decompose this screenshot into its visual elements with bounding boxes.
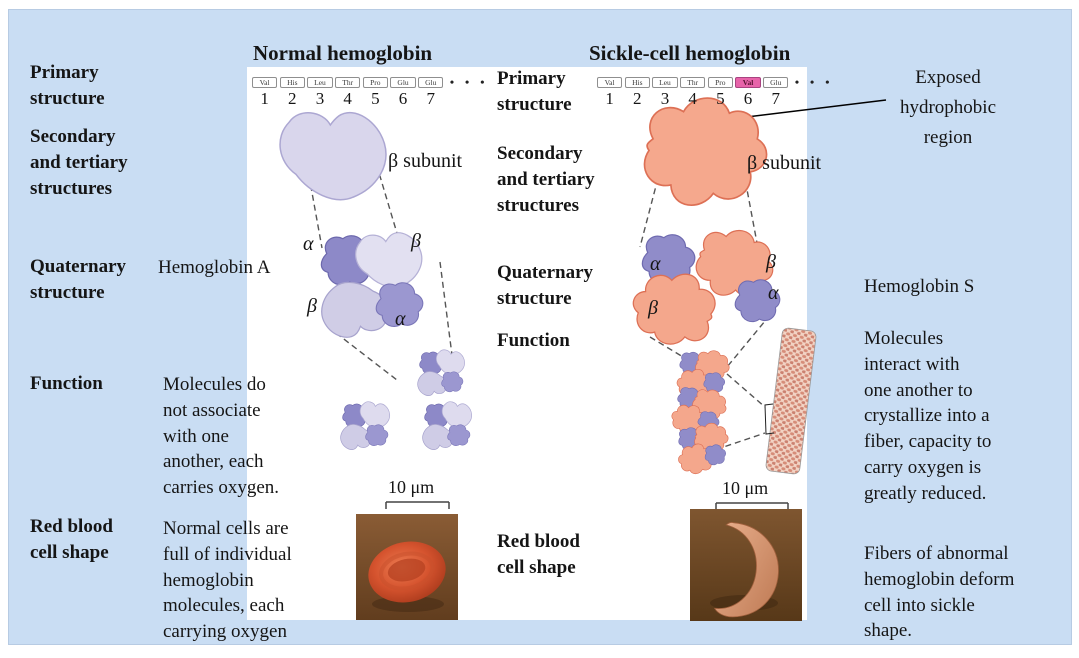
row-label-secondary-mid: Secondary and tertiary structures (497, 143, 595, 217)
residue-number: 6 (398, 89, 408, 108)
residue-number: 2 (633, 89, 642, 108)
residue-number: 2 (288, 89, 297, 108)
amino-acid-box: Glu (390, 77, 416, 88)
normal-cell-disc (368, 541, 446, 603)
normal-sequence-numbers: 1 2 3 4 5 6 7 (252, 89, 443, 109)
residue-number: 3 (660, 89, 670, 108)
residue-number: 4 (343, 89, 352, 108)
amino-acid-box: Leu (652, 77, 678, 88)
alpha-label: α (768, 282, 779, 304)
amino-acid-box: His (624, 77, 650, 88)
sickle-sequence-row: Val His Leu Thr Pro Val Glu • • • (597, 75, 833, 90)
hemoglobin-s-label: Hemoglobin S (864, 276, 975, 297)
row-label-cell-shape-mid: Red blood cell shape (497, 531, 580, 579)
row-label-cell-shape-left: Red blood cell shape (30, 516, 113, 564)
beta-label: β (307, 295, 317, 317)
residue-number: 1 (605, 89, 614, 108)
scale-bar-label-normal: 10 μm (388, 477, 435, 497)
sequence-ellipsis: • • • (794, 75, 834, 89)
residue-number: 5 (371, 89, 380, 108)
beta-label: β (411, 230, 421, 252)
sickle-cell-micrograph (690, 509, 802, 621)
beta-label: β (766, 251, 776, 273)
amino-acid-box-mutated: Val (735, 77, 761, 88)
amino-acid-box: Leu (307, 77, 333, 88)
residue-number: 5 (716, 89, 725, 108)
residue-number: 4 (688, 89, 697, 108)
amino-acid-box: Glu (418, 77, 444, 88)
alpha-label: α (303, 233, 314, 255)
row-label-primary-mid: Primary structure (497, 68, 572, 116)
normal-cell-text: Normal cells are full of individual hemo… (163, 518, 292, 643)
sickle-cell-text: Fibers of abnormal hemoglobin deform cel… (864, 543, 1015, 642)
alpha-label: α (650, 253, 661, 275)
amino-acid-box: Pro (362, 77, 388, 88)
normal-sequence-row: Val His Leu Thr Pro Glu Glu • • • (252, 75, 488, 90)
amino-acid-box: Pro (707, 77, 733, 88)
amino-acid-box: Val (597, 77, 623, 88)
exposed-hydrophobic-annotation: Exposed hydrophobic region (899, 67, 997, 149)
amino-acid-box: His (279, 77, 305, 88)
sickle-function-text: Molecules interact with one another to c… (864, 328, 992, 504)
row-label-primary-left: Primary structure (30, 62, 105, 110)
sickle-cell-crescent (713, 522, 779, 618)
beta-subunit-label-normal: β subunit (388, 150, 463, 172)
beta-label: β (648, 297, 658, 319)
normal-function-text: Molecules do not associate with one anot… (163, 374, 280, 499)
residue-number: 7 (771, 89, 780, 108)
amino-acid-box: Thr (680, 77, 706, 88)
row-label-quaternary-mid: Quaternary structure (497, 262, 594, 310)
residue-number: 7 (426, 89, 435, 108)
residue-number: 6 (743, 89, 753, 108)
sickle-sequence-numbers: 1 2 3 4 5 6 7 (597, 89, 788, 109)
residue-number: 1 (260, 89, 269, 108)
amino-acid-box: Val (252, 77, 278, 88)
row-label-function-left: Function (30, 373, 103, 394)
scale-bar-label-sickle: 10 μm (722, 478, 769, 498)
normal-column-title: Normal hemoglobin (253, 41, 433, 65)
residue-number: 3 (315, 89, 325, 108)
row-label-function-mid: Function (497, 330, 570, 351)
normal-cell-micrograph (356, 514, 458, 620)
row-label-quaternary-left: Quaternary structure (30, 256, 127, 304)
beta-subunit-label-sickle: β subunit (747, 152, 822, 174)
amino-acid-box: Glu (763, 77, 789, 88)
hemoglobin-a-label: Hemoglobin A (158, 257, 271, 278)
sickle-column-title: Sickle-cell hemoglobin (589, 41, 791, 65)
row-label-secondary-left: Secondary and tertiary structures (30, 126, 128, 200)
alpha-label: α (395, 308, 406, 330)
amino-acid-box: Thr (335, 77, 361, 88)
sequence-ellipsis: • • • (449, 75, 489, 89)
